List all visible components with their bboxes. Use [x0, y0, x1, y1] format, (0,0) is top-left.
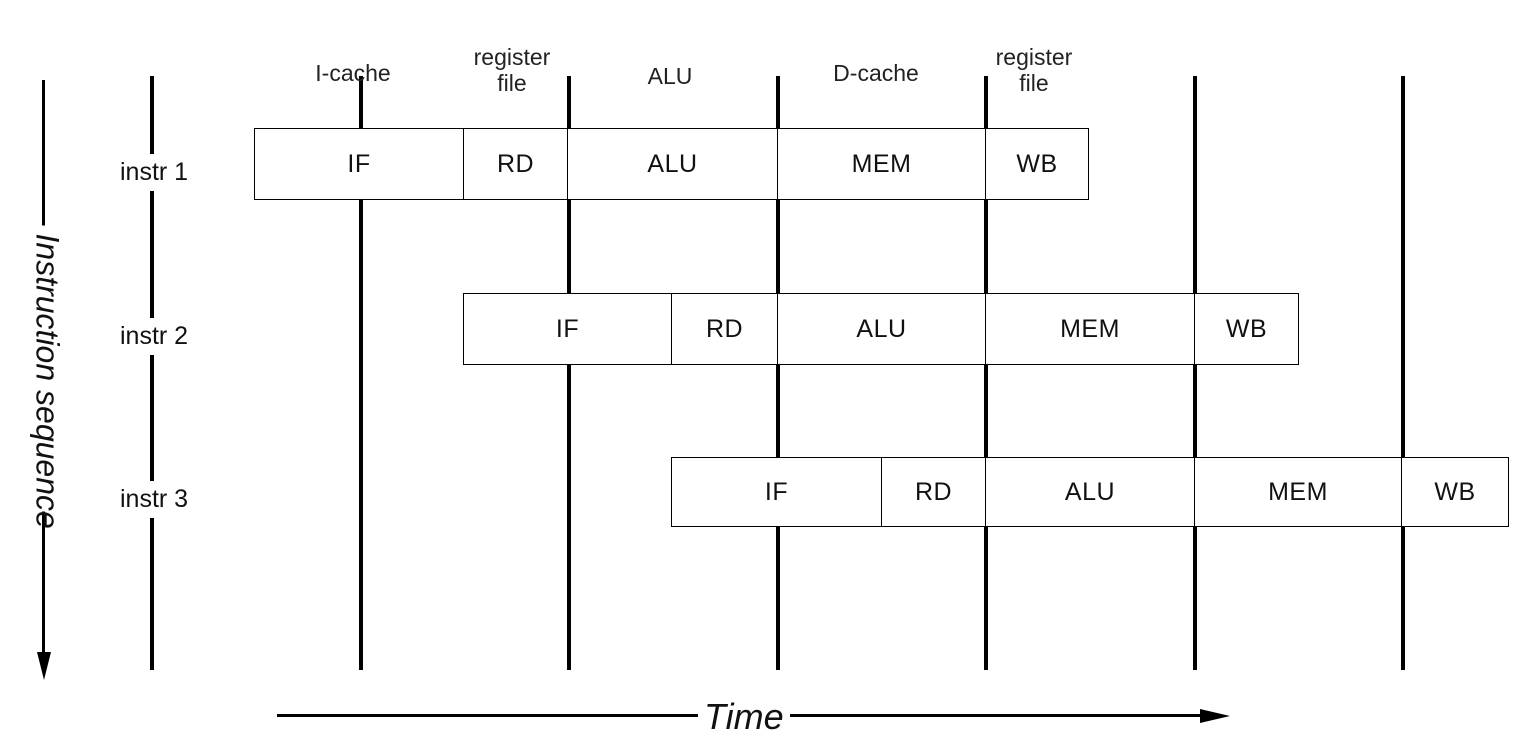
instr-3-stage-rd: RD — [881, 457, 986, 527]
instr-1-stage-mem: MEM — [777, 128, 986, 200]
instr-2-label: instr 2 — [100, 318, 240, 355]
clock-line-5 — [1193, 76, 1197, 670]
resource-regfile-write-line2: file — [1019, 70, 1049, 96]
resource-alu-line1: ALU — [647, 63, 693, 89]
instr-2-stage-mem: MEM — [985, 293, 1195, 365]
time-axis-label: Time — [698, 696, 790, 738]
sequence-axis-label: Instruction sequence — [28, 225, 66, 529]
resource-dcache-line1: D-cache — [833, 60, 919, 86]
resource-icache-line1: I-cache — [315, 60, 391, 86]
clock-line-0 — [150, 76, 154, 670]
instr-3-stage-if: IF — [671, 457, 882, 527]
instr-1-label: instr 1 — [100, 154, 240, 191]
resource-regfile-read-line1: register — [473, 44, 551, 70]
sequence-axis-arrowhead — [37, 652, 51, 680]
clock-line-3 — [776, 76, 780, 670]
clock-line-6 — [1401, 76, 1405, 670]
resource-icache: I-cache — [283, 60, 423, 86]
resource-regfile-write: register file — [964, 44, 1104, 96]
clock-line-1 — [359, 76, 363, 670]
instr-1-stage-if: IF — [254, 128, 464, 200]
instr-2-stage-rd: RD — [671, 293, 778, 365]
resource-alu: ALU — [600, 63, 740, 89]
instr-1-stage-rd: RD — [463, 128, 568, 200]
instr-2-stage-if: IF — [463, 293, 672, 365]
instr-1-stage-wb: WB — [985, 128, 1089, 200]
instr-3-stage-mem: MEM — [1194, 457, 1402, 527]
time-axis-arrowhead — [1200, 709, 1230, 723]
clock-line-2 — [567, 76, 571, 670]
resource-regfile-read-line2: file — [497, 70, 527, 96]
clock-line-4 — [984, 76, 988, 670]
resource-dcache: D-cache — [806, 60, 946, 86]
instr-3-stage-wb: WB — [1401, 457, 1509, 527]
resource-regfile-read: register file — [442, 44, 582, 96]
instr-2-stage-wb: WB — [1194, 293, 1299, 365]
resource-regfile-write-line1: register — [995, 44, 1073, 70]
instr-3-label: instr 3 — [100, 481, 240, 518]
instr-2-stage-alu: ALU — [777, 293, 986, 365]
instr-3-stage-alu: ALU — [985, 457, 1195, 527]
instr-1-stage-alu: ALU — [567, 128, 778, 200]
